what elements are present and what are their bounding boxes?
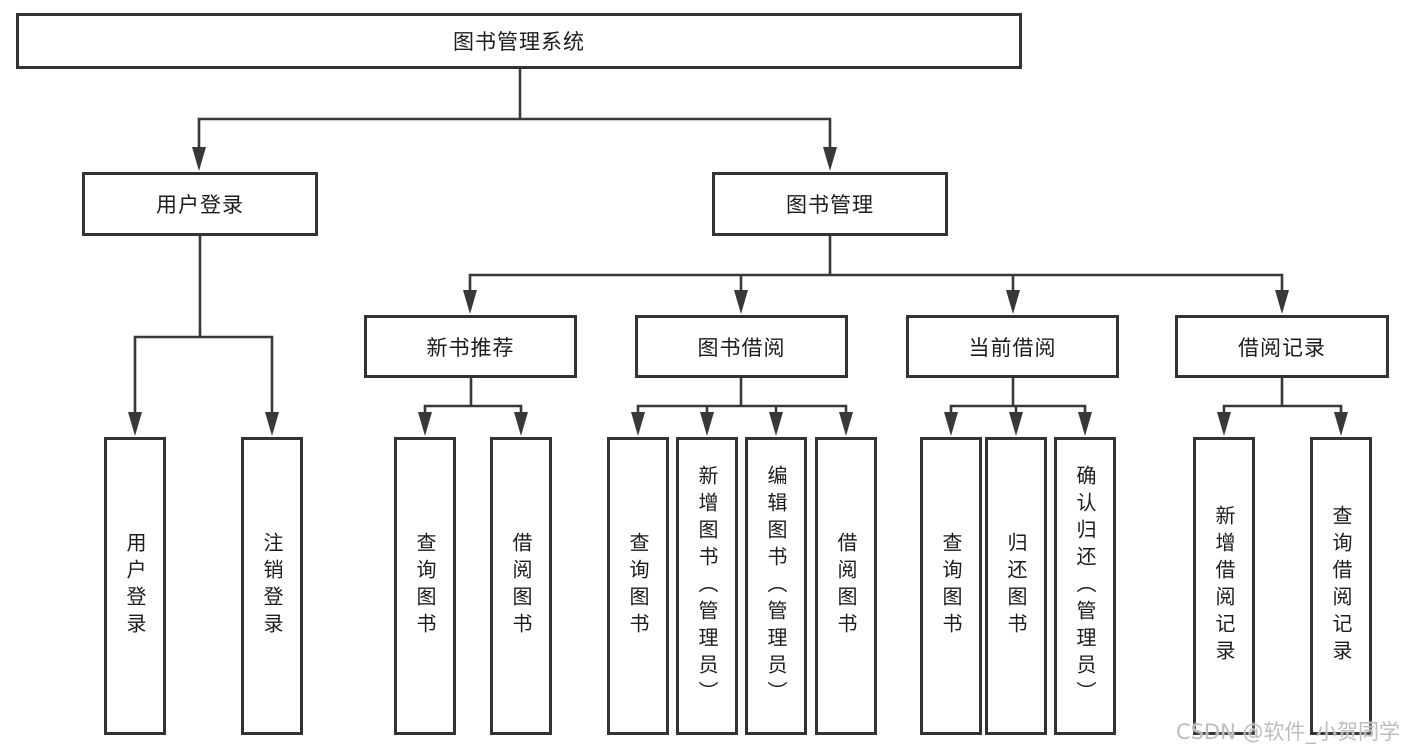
leaf-new-borrow-record: 新增借阅记录 (1193, 437, 1255, 735)
leaf-label: 归还图书 (1004, 532, 1028, 640)
leaf-label: 确认归还（管理员） (1073, 464, 1097, 708)
leaf-query-books-borrow: 查询图书 (607, 437, 669, 735)
leaf-borrow-books-recommend: 借阅图书 (490, 437, 552, 735)
node-label: 图书管理 (786, 193, 874, 217)
node-current-borrowing: 当前借阅 (906, 315, 1119, 378)
leaf-label: 查询图书 (413, 532, 437, 640)
edges-user-login (128, 234, 279, 436)
leaf-edit-books-admin: 编辑图书（管理员） (745, 437, 807, 735)
node-label: 借阅记录 (1238, 335, 1326, 360)
leaf-label: 借阅图书 (509, 532, 533, 640)
node-library-system: 图书管理系统 (16, 13, 1022, 69)
node-label: 新书推荐 (426, 335, 515, 360)
leaf-confirm-return-admin: 确认归还（管理员） (1054, 437, 1116, 735)
edges-book-borrowing (631, 376, 853, 436)
leaf-label: 借阅图书 (834, 532, 858, 640)
leaf-add-books-admin: 新增图书（管理员） (676, 437, 738, 735)
node-label: 图书管理系统 (453, 30, 585, 54)
leaf-label: 编辑图书（管理员） (764, 464, 788, 708)
edges-root (192, 68, 837, 171)
leaf-label: 查询借阅记录 (1329, 505, 1353, 667)
leaf-label: 查询图书 (939, 532, 963, 640)
leaf-label: 新增借阅记录 (1212, 505, 1236, 667)
node-user-login: 用户登录 (82, 172, 318, 236)
leaf-query-books-recommend: 查询图书 (394, 437, 456, 735)
edges-new-book-recommendation (418, 376, 528, 436)
leaf-logout: 注销登录 (241, 437, 303, 735)
node-borrowing-records: 借阅记录 (1175, 315, 1389, 378)
node-new-book-recommendation: 新书推荐 (364, 315, 577, 378)
leaf-label: 新增图书（管理员） (695, 464, 719, 708)
edges-borrowing-records (1217, 376, 1348, 436)
leaf-borrow-books-borrow: 借阅图书 (815, 437, 877, 735)
leaf-label: 注销登录 (260, 532, 284, 640)
leaf-label: 用户登录 (123, 532, 147, 640)
watermark: CSDN @软件_小贺同学 (1175, 720, 1400, 744)
edges-current-borrowing (944, 376, 1092, 436)
leaf-query-borrow-record: 查询借阅记录 (1310, 437, 1372, 735)
node-label: 用户登录 (156, 193, 244, 217)
node-label: 当前借阅 (968, 335, 1057, 360)
node-book-management: 图书管理 (712, 172, 948, 236)
leaf-label: 查询图书 (626, 532, 650, 640)
leaf-query-books-current: 查询图书 (920, 437, 982, 735)
node-book-borrowing: 图书借阅 (635, 315, 848, 378)
leaf-return-books: 归还图书 (985, 437, 1047, 735)
leaf-user-login: 用户登录 (104, 437, 166, 735)
edges-book-management (463, 234, 1289, 314)
node-label: 图书借阅 (697, 335, 786, 360)
